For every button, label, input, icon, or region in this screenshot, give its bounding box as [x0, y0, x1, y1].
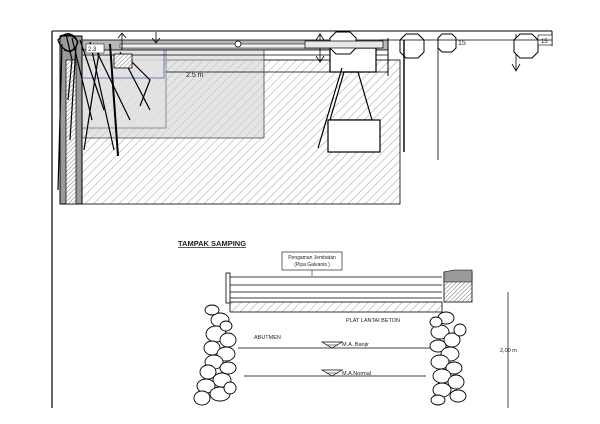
side-view-title: TAMPAK SAMPING: [178, 239, 246, 248]
height-dim-label: 2,00 m: [500, 348, 517, 354]
octagon-marker: [437, 33, 457, 53]
dim-left-box: [85, 43, 105, 54]
dim-mid-label: 2.5 m: [186, 72, 204, 79]
end-post-cap: [443, 269, 473, 283]
top-view: 2.3 2.5 m 15 15: [51, 30, 553, 408]
dim-left-label: 2.3: [88, 47, 97, 53]
flood-level-label: M.A. Banjir: [342, 342, 369, 348]
small-hatched-box: [113, 53, 133, 69]
right-stone-abutment: [429, 311, 467, 406]
marker-dot: [234, 40, 242, 48]
rail-note-line2: (Pipa Galvanis ): [294, 262, 330, 268]
deck-slab: [229, 301, 443, 313]
deck-label: PLAT LANTAI BETON: [346, 318, 400, 324]
pier-section: [317, 47, 381, 153]
callout-box: [304, 40, 384, 49]
side-view: TAMPAK SAMPING Pengaman Jembatan (Pipa G…: [178, 239, 517, 408]
normal-level-label: M.A.Normal: [342, 371, 371, 377]
left-stone-abutment: [193, 304, 237, 406]
callout-right-label: 15: [541, 39, 548, 45]
rail-post: [225, 272, 231, 304]
octagon-marker: [513, 33, 539, 59]
rebar-tangle: [57, 33, 151, 191]
guard-rails: [228, 276, 442, 299]
abutment-label: ABUTMEN: [254, 335, 281, 341]
rail-note-line1: Pengaman Jembatan: [288, 255, 336, 261]
callout-15-label: 15: [458, 40, 466, 47]
